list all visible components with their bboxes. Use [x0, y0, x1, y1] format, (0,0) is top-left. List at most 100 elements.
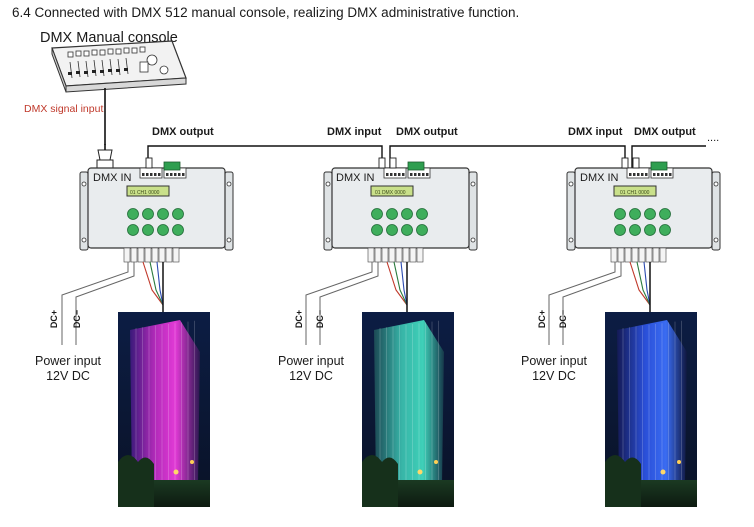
output-terminal [631, 247, 639, 263]
port-pin [178, 173, 181, 176]
lcd-screen [613, 185, 657, 197]
port-pin [637, 173, 640, 176]
dc-plus-label-2: DC+ [294, 309, 305, 329]
port-pin [142, 173, 145, 176]
control-button [416, 224, 428, 236]
dmx-in-tag-1: DMX IN [93, 172, 132, 184]
control-button [386, 208, 398, 220]
rj45-connector [621, 157, 629, 169]
control-button [371, 224, 383, 236]
blue-wire [400, 261, 408, 306]
lcd-screen [126, 185, 170, 197]
dc-plus-label-1: DC+ [49, 309, 60, 329]
output-terminal [165, 247, 173, 263]
dc-minus-wire [319, 262, 379, 345]
lit-building [374, 320, 444, 487]
dmx-cable-3-out [631, 145, 706, 168]
control-button [172, 224, 184, 236]
dc-minus-wire [562, 262, 622, 345]
port-pin [166, 173, 169, 176]
street-light [190, 460, 194, 464]
output-terminal [172, 247, 180, 263]
control-button [644, 224, 656, 236]
power-input-line1: Power input [34, 354, 101, 368]
control-button [386, 224, 398, 236]
output-terminal [416, 247, 424, 263]
output-terminal [659, 247, 667, 263]
controller-2 [323, 157, 478, 263]
power-input-line1: Power input [520, 354, 587, 368]
port-pin [390, 173, 393, 176]
power-input-label-2: Power input 12V DC [256, 354, 366, 384]
control-button [371, 208, 383, 220]
power-wires-1 [61, 261, 164, 345]
controller-1 [79, 157, 234, 263]
control-button [172, 208, 184, 220]
output-terminal [638, 247, 646, 263]
port-pin [174, 173, 177, 176]
lit-building [130, 320, 200, 487]
power-wires-2 [305, 261, 408, 345]
dc-minus-wire [75, 262, 135, 345]
controller-3 [566, 157, 721, 263]
output-terminal [151, 247, 159, 263]
port-pin [402, 173, 405, 176]
rj45-connector [389, 157, 397, 169]
output-terminal [388, 247, 396, 263]
dmx-input-label-2: DMX input [327, 126, 382, 138]
output-terminal [130, 247, 138, 263]
dc-minus-label-2: DC− [315, 309, 326, 329]
power-wires-3 [548, 261, 651, 345]
screw-hole [325, 237, 331, 243]
building-photo-1 [118, 312, 210, 507]
blue-wire [643, 261, 651, 306]
dmx-cable-1-2 [147, 145, 383, 168]
dc-plus-label-3: DC+ [537, 309, 548, 329]
port-pin [386, 173, 389, 176]
dc-minus-label-3: DC− [558, 309, 569, 329]
signal-input-label: DMX signal input [24, 103, 104, 115]
dmx-output-label-2: DMX output [396, 126, 458, 138]
port-pin [653, 173, 656, 176]
street-light [677, 460, 681, 464]
screw-hole [226, 181, 232, 187]
port-pin [629, 173, 632, 176]
tree-silhouette [605, 455, 641, 507]
terminal-block [407, 161, 425, 171]
port-pin [394, 173, 397, 176]
output-terminal [624, 247, 632, 263]
building-photo-2 [362, 312, 454, 507]
power-input-line2: 12V DC [532, 369, 576, 383]
control-button [629, 224, 641, 236]
output-terminal [367, 247, 375, 263]
lit-building [617, 320, 687, 487]
output-terminal [409, 247, 417, 263]
control-button [157, 208, 169, 220]
dmx-in-tag-2: DMX IN [336, 172, 375, 184]
output-terminal [158, 247, 166, 263]
control-button [416, 208, 428, 220]
port-pin [665, 173, 668, 176]
output-terminal [402, 247, 410, 263]
port-pin [426, 173, 429, 176]
screw-hole [470, 237, 476, 243]
output-terminal [381, 247, 389, 263]
dmx-in-tag-3: DMX IN [580, 172, 619, 184]
output-terminal [610, 247, 618, 263]
port-pin [657, 173, 660, 176]
lcd-text-1: 01 CH1 0000 [130, 190, 160, 196]
dmx-input-label-3: DMX input [568, 126, 623, 138]
power-input-line2: 12V DC [46, 369, 90, 383]
output-terminal [144, 247, 152, 263]
port-pin [398, 173, 401, 176]
output-terminal [617, 247, 625, 263]
green-wire [149, 261, 164, 306]
tree-silhouette [118, 455, 154, 507]
output-terminal [137, 247, 145, 263]
power-input-label-1: Power input 12V DC [13, 354, 123, 384]
dmx-cable-2-3 [389, 145, 626, 168]
control-button [142, 208, 154, 220]
port-pin [414, 173, 417, 176]
screw-hole [713, 237, 719, 243]
dc-plus-wire [548, 262, 616, 345]
